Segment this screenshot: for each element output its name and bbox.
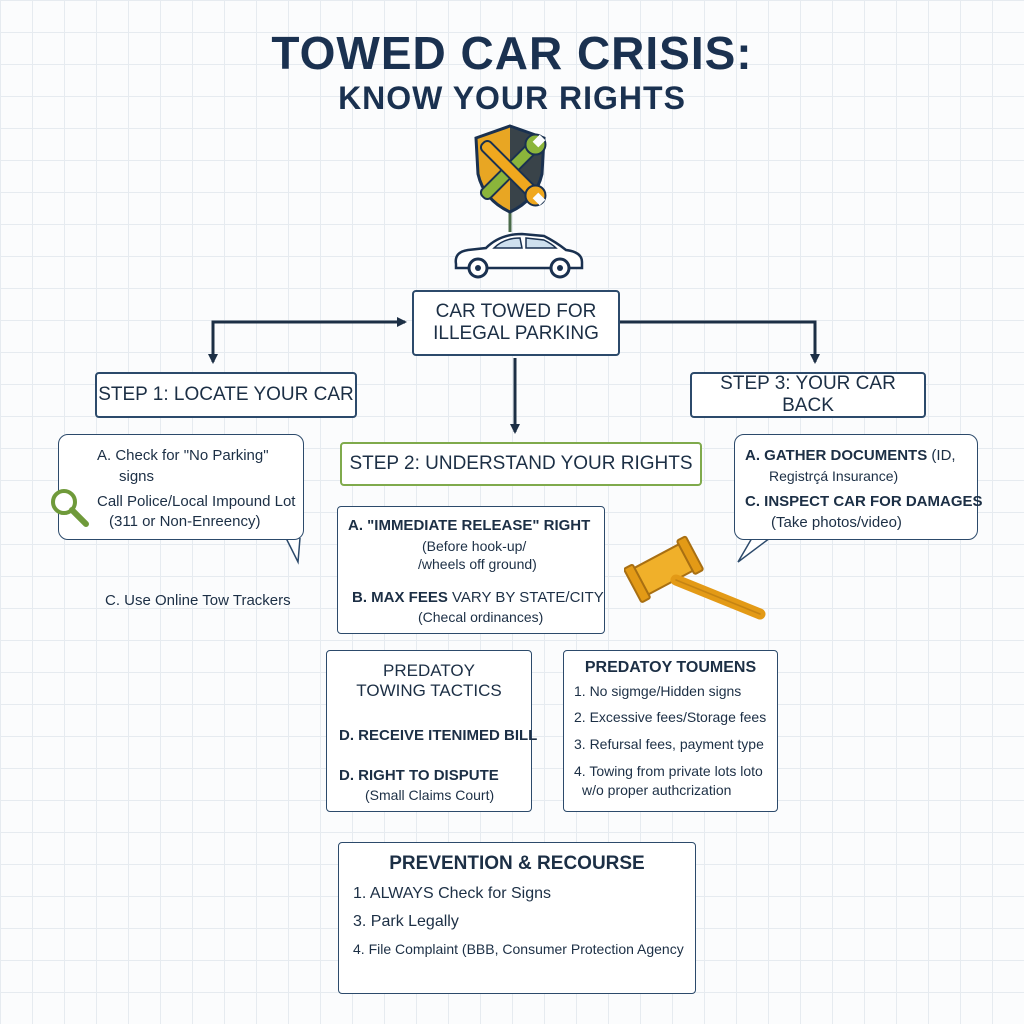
toumens-item-4-cont: w/o proper authcrization [582,782,732,798]
step2-item-a-line2: /wheels off ground) [418,556,537,572]
step1-callout: A. Check for "No Parking" signs Call Pol… [58,434,304,540]
center-label-line1: CAR TOWED FOR [435,301,597,322]
magnifier-icon [51,489,89,527]
step3-header: STEP 3: YOUR CAR BACK [690,372,926,418]
step2-header: STEP 2: UNDERSTAND YOUR RIGHTS [340,442,702,486]
callout-tail-right [737,537,771,563]
step1-title: STEP 1: LOCATE YOUR CAR [98,384,354,405]
step1-header: STEP 1: LOCATE YOUR CAR [95,372,357,418]
step2-item-a-line1: (Before hook-up/ [422,538,527,554]
prevention-item-1: 1. ALWAYS Check for Signs [353,885,552,902]
tactics-title-line1: PREDATOY [383,661,475,680]
tactics-item-d2-title: D. RIGHT TO DISPUTE [339,767,499,784]
prevention-box: PREVENTION & RECOURSE 1. ALWAYS Check fo… [338,842,696,994]
step3-item-c-line2: (Take photos/video) [771,514,902,531]
step1-item-b-line2: (311 or Non-Enreency) [109,513,261,530]
gavel-icon [624,535,766,620]
toumens-item-4: 4. Towing from private lots loto [574,763,763,779]
step2-item-b: B. MAX FEES VARY BY STATE/CITY [352,589,604,606]
toumens-item-1: 1. No sigmge/Hidden signs [574,683,742,699]
tactics-item-d1: D. RECEIVE ITENIMED BILL [339,727,538,744]
toumens-box: PREDATOY TOUMENS 1. No sigmge/Hidden sig… [563,650,778,812]
step3-title: STEP 3: YOUR CAR BACK [720,373,896,416]
callout-tail-left [285,537,301,565]
prevention-item-2: 3. Park Legally [353,913,459,930]
toumens-title: PREDATOY TOUMENS [584,659,757,676]
step2-item-a-title: A. "IMMEDIATE RELEASE" RIGHT [348,517,591,534]
tactics-title-line2: TOWING TACTICS [356,681,502,700]
toumens-item-3: 3. Refursal fees, payment type [574,736,764,752]
tactics-box: PREDATOY TOWING TACTICS D. RECEIVE ITENI… [326,650,537,812]
step1-item-c: C. Use Online Tow Trackers [105,592,291,609]
step2-item-b-sub: (Checal ordinances) [418,609,544,625]
step1-item-a-line1: A. Check for "No Parking" [97,447,269,464]
step2-rights-box: A. "IMMEDIATE RELEASE" RIGHT (Before hoo… [337,506,605,634]
page-title: TOWED CAR CRISIS: [271,27,753,79]
step3-item-c-title: C. INSPECT CAR FOR DAMAGES [745,493,983,510]
center-event-box: CAR TOWED FOR ILLEGAL PARKING [412,290,620,356]
tactics-item-d2-sub: (Small Claims Court) [365,787,495,803]
step2-title: STEP 2: UNDERSTAND YOUR RIGHTS [349,453,693,474]
step3-item-a-line2: Registrçá Insurance) [769,468,899,484]
car-icon [454,232,584,279]
step1-item-a-line2: signs [119,468,155,485]
shield-wrench-icon [474,124,547,214]
toumens-item-2: 2. Excessive fees/Storage fees [574,709,767,725]
center-label-line2: ILLEGAL PARKING [433,323,599,344]
step3-item-a: A. GATHER DOCUMENTS (ID, [745,447,956,464]
prevention-item-3: 4. File Complaint (BBB, Consumer Protect… [353,941,684,957]
step3-callout: A. GATHER DOCUMENTS (ID, Registrçá Insur… [734,434,983,540]
step1-item-b-line1: Call Police/Local Impound Lot [97,493,296,510]
arrow-to-step1 [208,320,405,364]
arrow-to-step3 [620,320,820,364]
page-subtitle: KNOW YOUR RIGHTS [338,80,686,116]
prevention-title: PREVENTION & RECOURSE [389,853,645,874]
